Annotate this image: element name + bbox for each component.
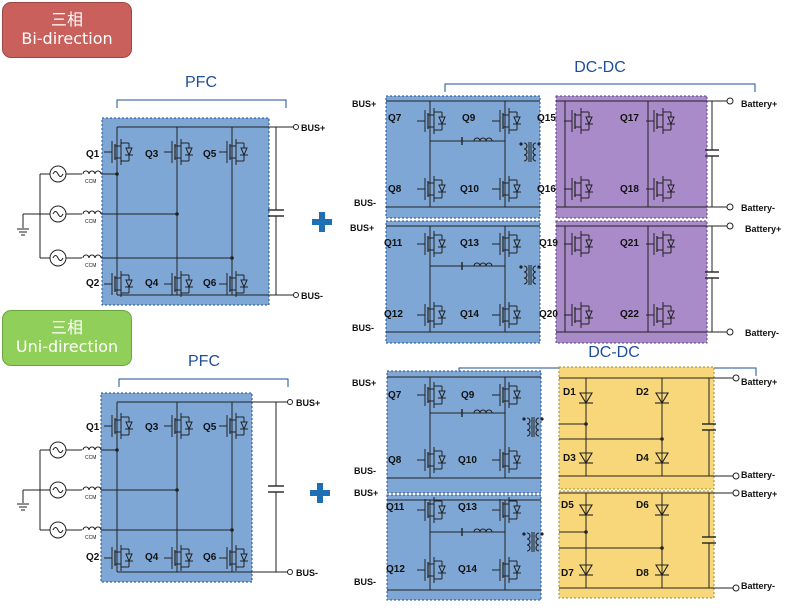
q-label: Q10 (460, 184, 479, 195)
d-label: D5 (561, 500, 574, 511)
pfc-bottom-q4: Q4 (145, 552, 159, 563)
dcdc-top-battery-plus-2: Battery+ (745, 224, 781, 234)
dcdc-top-bus-minus-2: BUS- (352, 323, 374, 333)
d-label: D7 (561, 568, 574, 579)
pfc-bottom-title: PFC (188, 353, 220, 370)
ccm-label: CCM (85, 179, 96, 185)
dcdc-bottom-bus-plus-2: BUS+ (354, 488, 378, 498)
q-label: Q13 (460, 238, 479, 249)
d-label: D6 (636, 500, 649, 511)
q-label: Q9 (462, 113, 476, 124)
q-label: Q11 (384, 238, 403, 249)
dcdc-top-battery-plus-1: Battery+ (741, 99, 777, 109)
pfc-bottom-q3: Q3 (145, 422, 159, 433)
dcdc-bottom-bus-minus-2: BUS- (354, 577, 376, 587)
q-label: Q10 (458, 455, 477, 466)
d-label: D4 (636, 453, 649, 464)
q-label: Q8 (388, 455, 402, 466)
plus-icon (310, 483, 330, 503)
dcdc-bottom: DC-DC (352, 344, 777, 601)
d-label: D3 (563, 453, 576, 464)
dcdc-top: DC-DC (350, 59, 781, 344)
ccm-label: CCM (85, 495, 96, 501)
dcdc-top-battery-minus-2: Battery- (745, 328, 779, 338)
dcdc-top-bus-plus-2: BUS+ (350, 223, 374, 233)
pfc-top-q1: Q1 (86, 149, 100, 160)
pfc-top-q4: Q4 (145, 278, 159, 289)
pfc-top-title: PFC (185, 74, 217, 91)
pfc-bottom-q1: Q1 (86, 422, 100, 433)
plus-icon (312, 212, 332, 232)
q-label: Q17 (620, 113, 639, 124)
pfc-bottom-bus-plus: BUS+ (296, 398, 320, 408)
q-label: Q12 (384, 309, 403, 320)
q-label: Q12 (386, 564, 405, 575)
q-label: Q14 (460, 309, 479, 320)
ccm-label: CCM (85, 535, 96, 541)
pfc-top: PFC (16, 74, 325, 306)
dcdc-bottom-bus-minus-1: BUS- (354, 466, 376, 476)
q-label: Q16 (537, 184, 556, 195)
q-label: Q21 (620, 238, 639, 249)
dcdc-bottom-bus-plus-1: BUS+ (352, 378, 376, 388)
dcdc-bottom-battery-minus-1: Battery- (741, 470, 775, 480)
pfc-top-q3: Q3 (145, 149, 159, 160)
q-label: Q15 (537, 113, 556, 124)
pfc-bottom: PFC (16, 353, 320, 583)
ground-icon (16, 228, 30, 236)
dcdc-bottom-battery-plus-2: Battery+ (741, 489, 777, 499)
q-label: Q20 (539, 309, 558, 320)
pfc-top-q5: Q5 (203, 149, 217, 160)
q-label: Q7 (388, 113, 402, 124)
badge-bidirectional-line2: Bi-direction (21, 29, 113, 48)
q-label: Q22 (620, 309, 639, 320)
dcdc-top-title: DC-DC (574, 59, 626, 76)
pfc-bottom-q6: Q6 (203, 552, 217, 563)
badge-unidirectional-line2: Uni-direction (15, 337, 119, 356)
dcdc-bottom-title: DC-DC (588, 344, 640, 361)
pfc-top-bus-plus: BUS+ (301, 123, 325, 133)
q-label: Q14 (458, 564, 477, 575)
pfc-top-q2: Q2 (86, 278, 100, 289)
ccm-label: CCM (85, 219, 96, 225)
q-label: Q8 (388, 184, 402, 195)
badge-unidirectional: 三相 Uni-direction (2, 310, 132, 366)
pfc-top-q6: Q6 (203, 278, 217, 289)
ccm-label: CCM (85, 263, 96, 269)
q-label: Q9 (461, 390, 475, 401)
q-label: Q7 (388, 390, 402, 401)
ccm-label: CCM (85, 455, 96, 461)
pfc-bottom-q2: Q2 (86, 552, 100, 563)
d-label: D1 (563, 387, 576, 398)
pfc-bottom-q5: Q5 (203, 422, 217, 433)
dcdc-bottom-battery-plus-1: Battery+ (741, 377, 777, 387)
dcdc-top-battery-minus-1: Battery- (741, 203, 775, 213)
dcdc-top-bus-plus-1: BUS+ (352, 99, 376, 109)
badge-bidirectional: 三相 Bi-direction (2, 2, 132, 58)
badge-bidirectional-line1: 三相 (50, 10, 83, 29)
d-label: D8 (636, 568, 649, 579)
pfc-top-bus-minus: BUS- (301, 291, 323, 301)
q-label: Q13 (458, 502, 477, 513)
dcdc-bottom-battery-minus-2: Battery- (741, 581, 775, 591)
q-label: Q18 (620, 184, 639, 195)
d-label: D2 (636, 387, 649, 398)
q-label: Q11 (386, 502, 405, 513)
q-label: Q19 (539, 238, 558, 249)
pfc-bottom-bus-minus: BUS- (296, 568, 318, 578)
ground-icon (16, 503, 30, 511)
dcdc-top-bus-minus-1: BUS- (354, 198, 376, 208)
badge-unidirectional-line1: 三相 (50, 318, 83, 337)
